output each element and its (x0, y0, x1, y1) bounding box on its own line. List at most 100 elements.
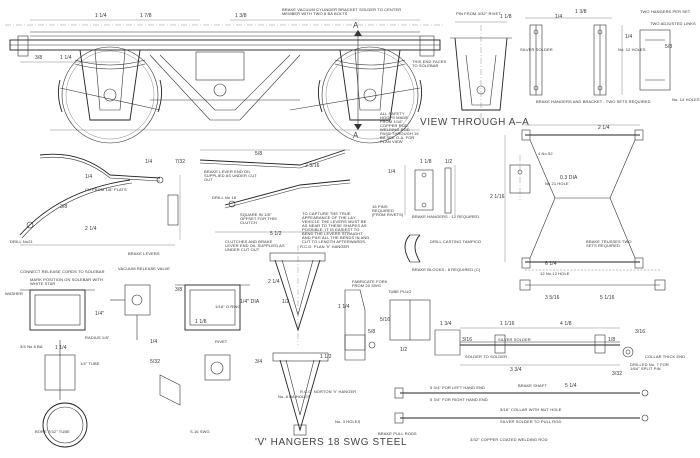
v-hangers-title: 'V' HANGERS 18 SWG STEEL (255, 437, 408, 448)
section-mark-top: A (353, 21, 359, 30)
dim-33: 1 3/4 (440, 321, 452, 327)
note-tube-1-4: 1/4" TUBE (80, 361, 100, 366)
note-drilled: DRILLED No. 7 FOR 1/64" SPLIT PIN (630, 362, 669, 371)
note-pins-req: 16 PINS REQUIRED (FROM RIVETS) (372, 204, 404, 217)
dim-26: 1 1/8 (195, 319, 207, 325)
note-no21-hole: No 21 HOLE (545, 181, 569, 186)
note-brake-hangers-bracket: BRAKE HANGERS AND BRACKET : TWO SETS REQ… (536, 99, 651, 104)
note-no-holes-6ba: No. 6 BA HOLES (278, 394, 310, 399)
dim-47: 5/32 (150, 359, 161, 365)
dim-40: 5/16 (380, 317, 391, 323)
note-two-hangers: TWO HANGERS PER SET (640, 9, 691, 14)
dim-21: 1 1/8 (420, 159, 432, 165)
note-rcd-front: R.C.D. NORTON 'V' HANGER (300, 389, 357, 394)
dim-45: 1/4 (150, 339, 158, 345)
note-pin-3-32: PIN FROM 3/32" RIVET (456, 11, 501, 16)
dim-23: 1/4 (388, 169, 396, 175)
note-cu-from-flats: CU FROM 1/8" FLATS (85, 187, 127, 192)
note-no3-holes: No. 3 HOLES (335, 419, 361, 424)
dim-32: 4 1/8 (560, 321, 572, 327)
dim-6: 1 1/8 (500, 14, 512, 20)
dim-9: 5/8 (665, 44, 673, 50)
dim-20: 2 1/16 (490, 194, 505, 200)
note-bore: BORE 7/32" TUBE (35, 429, 70, 434)
dim-5: 3/8 (35, 55, 43, 61)
dim-2: 1 1/4 (95, 13, 107, 19)
note-capture: TO CAPTURE THE TRUE APPEARANCE OF THE L&… (302, 211, 370, 244)
note-brake-blocks: BRAKE BLOCKS : 8 REQUIRED (C) (412, 267, 481, 272)
dim-48: 1/4" (95, 311, 105, 317)
side-elevation (5, 19, 445, 144)
dim-43: 1/8 (608, 337, 616, 343)
dim-27: 2 1/4 (268, 279, 280, 285)
dim-37: 1 1/2 (320, 354, 332, 360)
dim-22: 1/2 (445, 159, 453, 165)
note-no52: 4 No 52 (538, 151, 553, 156)
note-brake-levers: BRAKE LEVERS (128, 251, 160, 256)
note-safety-hoops: ALL SAFETY HOOPS MADE FROM 1/16" COPPER … (380, 111, 419, 144)
note-this-end-faces: THIS END FACES TO SOLEBAR (412, 59, 447, 68)
note-for-right: 5 3/4" FOR RIGHT HAND END (430, 397, 488, 402)
brake-hangers-bracket (525, 17, 671, 96)
dim-38: 1/2 (282, 299, 290, 305)
dim-19: 2 1/4 (598, 125, 610, 131)
dim-39: 3 3/4 (510, 367, 522, 373)
note-collar: COLLAR THICK END (645, 354, 686, 359)
dim-28: 6 1/4 (545, 261, 557, 267)
dim-42: 3/16 (462, 337, 473, 343)
note-silver-solder-rod: SILVER SOLDER TO PULL ROD (500, 419, 562, 424)
note-mark-position: MARK POSITION ON SOLEBAR WITH WHITE STAR (30, 277, 104, 286)
note-tube-plug: TUBE PLUG (388, 289, 412, 294)
note-s16-swg: S.16 SWG (190, 429, 210, 434)
dim-25: 3/8 (175, 287, 183, 293)
brake-levers (19, 149, 351, 246)
note-fabricate: FABRICATE FORK FROM 20 SWG (352, 279, 388, 288)
dim-51: 3/32 (612, 371, 623, 377)
tube-plug (389, 299, 461, 356)
note-no-pin: 3/4 No 6 BA (20, 344, 43, 349)
view-aa-title: VIEW THROUGH A–A (420, 117, 530, 128)
vacuum-release (20, 284, 250, 448)
note-drill-casting: DRILL CASTING TAMPICO (430, 239, 482, 244)
dim-34: 3/16 (635, 329, 646, 335)
dim-8: 1 3/8 (575, 9, 587, 15)
section-mark-bottom: A (353, 131, 359, 140)
note-radius: RADIUS 1/8" (85, 335, 110, 340)
dim-44: 0.3 DIA (560, 175, 578, 181)
note-adjusted-links: TWO ADJUSTED LINKS (650, 21, 696, 26)
note-for-left: 5 3/4" FOR LEFT HAND END (430, 385, 486, 390)
note-square: SQUARE IN 1/8" OFFSET FOR THIS CLUTCH (240, 212, 277, 225)
brake-hangers-detail (404, 165, 456, 263)
dim-14: 1/4 (85, 174, 93, 180)
dim-24: 1 1/4 (55, 345, 67, 351)
dim-3: 1 7/8 (140, 13, 152, 19)
hanger-small (509, 155, 531, 200)
note-no14-holes: No. 14 HOLES (672, 97, 700, 102)
dim-29: 3 5/16 (545, 295, 560, 301)
dim-15: 2 1/4 (85, 226, 97, 232)
dim-46: 1/4" DIA (240, 299, 260, 305)
dim-4: 1 1/4 (60, 55, 72, 61)
note-connect-release: CONNECT RELEASE CORDS TO SOLEBAR (20, 269, 105, 274)
note-silver-solder: SILVER SOLDER (520, 47, 553, 52)
brake-shaft (394, 269, 666, 424)
dim-18: 5 1/2 (270, 231, 282, 237)
note-washer: WASHER (5, 291, 24, 296)
note-brake-shaft: BRAKE SHAFT (518, 383, 547, 388)
note-rcd-plan: R.C.D. PLAN 'V' HANGER (300, 244, 350, 249)
dim-17: 3/8 (60, 204, 68, 210)
dim-16: 1/4 (145, 159, 153, 165)
view-aa (450, 21, 512, 120)
dim-35: 5/8 (368, 329, 376, 335)
dim-50: 5 1/4 (565, 383, 577, 389)
dim-30: 5 1/16 (600, 295, 615, 301)
dim-31: 1 1/16 (500, 321, 515, 327)
note-brake-vacuum-cyl: BRAKE VACUUM CYLINDER BRACKET SOLDER TO … (282, 7, 402, 16)
dim-13: 7/32 (175, 159, 186, 165)
dim-1: 1 3/8 (235, 13, 247, 19)
note-drill-no16: DRILL No 16 (212, 195, 237, 200)
dim-36: 1 1/4 (338, 304, 350, 310)
note-copper-rod: 3/32" COPPER COATED WELDING ROD (470, 437, 548, 442)
note-o-ring: 1/16" O RING (215, 304, 241, 309)
